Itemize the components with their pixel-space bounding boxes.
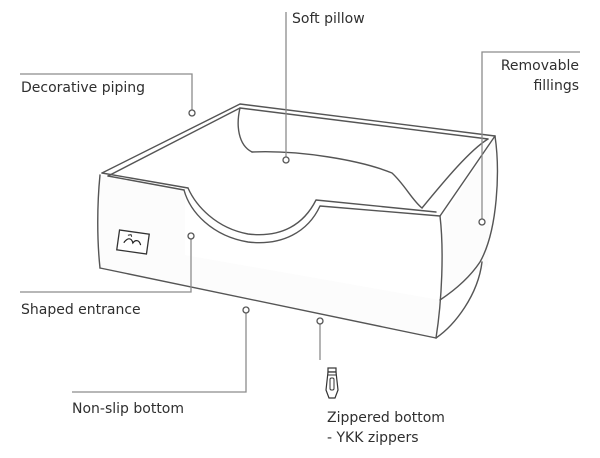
label-shaped-entrance: Shaped entrance <box>21 302 141 318</box>
label-non-slip-bottom: Non-slip bottom <box>72 401 185 417</box>
entrance-cutout <box>183 189 441 244</box>
leader-lines <box>20 12 580 393</box>
leader-non-slip-bottom <box>72 310 247 393</box>
dog-bed-illustration <box>97 103 499 339</box>
label-soft-pillow: Soft pillow <box>292 11 365 27</box>
label-removable-fillings: Removable fillings <box>500 58 579 94</box>
leader-decorative-piping <box>20 73 193 113</box>
leader-shaped-entrance <box>20 236 192 293</box>
zipper-pull-icon <box>325 367 339 399</box>
brand-tag-icon <box>116 229 150 255</box>
back-rim <box>101 103 496 174</box>
leader-removable-fillings <box>481 51 580 222</box>
label-decorative-piping: Decorative piping <box>21 80 146 96</box>
callout-dots <box>187 109 486 325</box>
label-zippered-bottom: Zippered bottom - YKK zippers <box>327 410 445 446</box>
